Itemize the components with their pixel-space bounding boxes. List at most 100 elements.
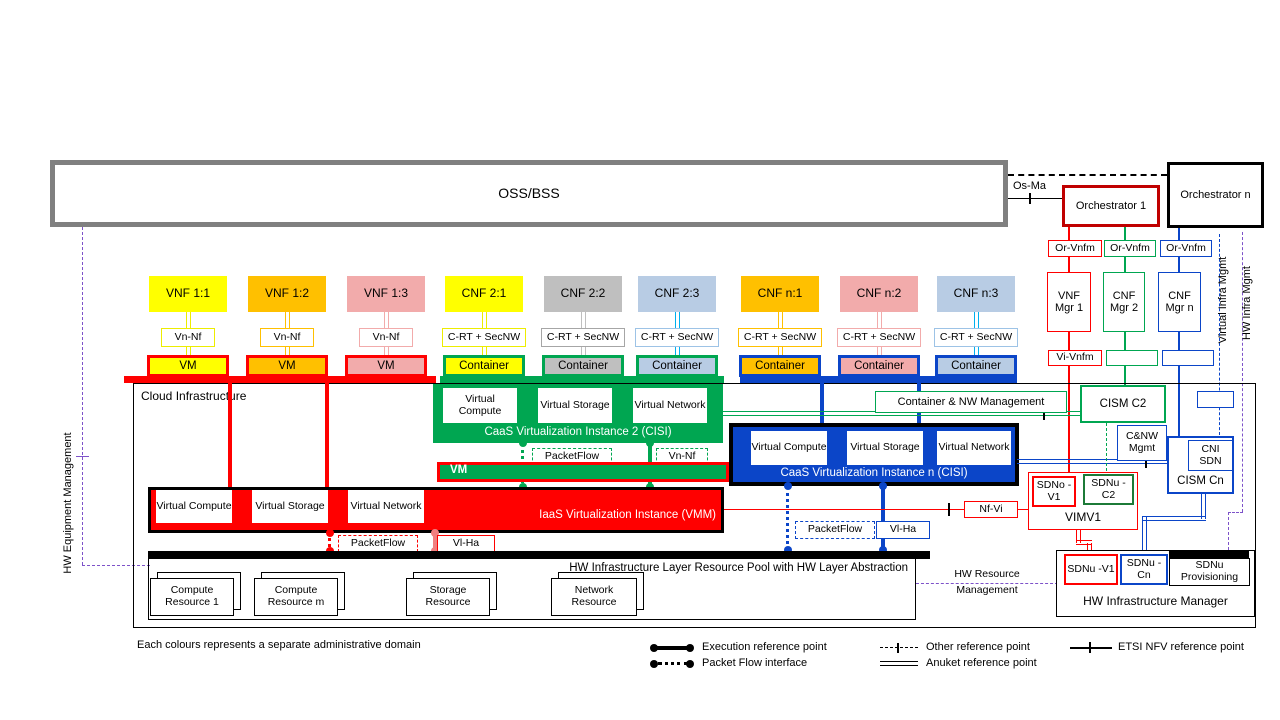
caas2-label: CaaS Virtualization Instance 2 (CISI) [484, 426, 672, 438]
virtual-infra-mgmt-dashed-line [1219, 234, 1220, 440]
empty-ref-box-green [1106, 350, 1158, 366]
vl-ha-text-b: Vl-Ha [889, 523, 917, 536]
orchestrator-1-box: Orchestrator 1 [1062, 185, 1160, 227]
vimv1-to-sdnu-v1-line-v2 [1087, 543, 1092, 555]
crt-secnw-text-2: C-RT + SecNW [546, 330, 620, 343]
hw-resource-pool-box [148, 556, 916, 620]
hw-resource-mgmt-label: HW Resource Management [954, 568, 1020, 596]
cnf-2-2-box: CNF 2:2 [544, 276, 622, 312]
oss-bss-box: OSS/BSS [50, 160, 1008, 227]
os-ma-line [1008, 198, 1062, 199]
iaas-label: IaaS Virtualization Instance (VMM) [539, 509, 716, 521]
crt-secnw-text-4: C-RT + SecNW [743, 330, 817, 343]
packetflow-text-b: PacketFlow [807, 523, 863, 536]
caas2-vc-label: Virtual Compute [458, 392, 502, 417]
empty-box-blue-top-right [1197, 391, 1234, 408]
empty-ref-box-blue [1162, 350, 1214, 366]
vnf-1-2-label: VNF 1:2 [264, 286, 309, 301]
vn-nf-text-1: Vn-Nf [174, 330, 202, 343]
hw-equipment-mgmt-label: HW Equipment Management [62, 432, 74, 574]
vl-ha-label-caasn: Vl-Ha [876, 521, 930, 539]
container-text-2: Container [558, 359, 608, 372]
legend-other-label: Other reference point [926, 641, 1030, 653]
container-text-4: Container [755, 359, 805, 372]
cnf-n-3-box: CNF n:3 [937, 276, 1015, 312]
vl-ha-text-r: Vl-Ha [452, 536, 480, 549]
cni-sdn-label: CNI SDN [1199, 442, 1222, 467]
vn-nf-label-2: Vn-Nf [260, 328, 314, 347]
cnf-n-1-label: CNF n:1 [757, 286, 803, 301]
packetflow-label-iaas: PacketFlow [338, 535, 418, 552]
vnfmgr-down-line-red [1068, 332, 1070, 476]
sdnu-v1-box: SDNu -V1 [1064, 554, 1118, 585]
iaas-packetflow-dotted-line [328, 533, 331, 552]
caasn-packetflow-dotted-line [786, 486, 789, 550]
or-vnfm-label-red: Or-Vnfm [1048, 240, 1102, 257]
exec-dot [519, 439, 527, 447]
vnf-mgr-1-box: VNF Mgr 1 [1047, 272, 1091, 332]
orchestrator-n-label: Orchestrator n [1180, 188, 1251, 201]
orchestrator-1-label: Orchestrator 1 [1075, 199, 1147, 212]
vi-vnfm-label: Vi-Vnfm [1048, 350, 1102, 366]
storage-resource-box: Storage Resource [406, 578, 490, 616]
oss-bss-label: OSS/BSS [498, 184, 560, 201]
vimv1-to-sdnu-v1-line-h [1076, 540, 1092, 545]
cnf-2-3-box: CNF 2:3 [638, 276, 716, 312]
crt-secnw-label-4: C-RT + SecNW [738, 328, 822, 347]
cism-c2-label: CISM C2 [1099, 397, 1147, 410]
nf-vi-text: Nf-Vi [979, 502, 1003, 515]
caas2-virtual-storage-box: Virtual Storage [538, 388, 612, 423]
vnf-1-1-box: VNF 1:1 [149, 276, 227, 312]
legend-dot [650, 644, 658, 652]
sdnu-c2-box: SDNu -C2 [1083, 474, 1134, 505]
caas2-virtual-compute-box: Virtual Compute [443, 388, 517, 423]
hw-infra-mgmt-dashed-line [1242, 232, 1243, 512]
caasn-virtual-storage-box: Virtual Storage [847, 431, 923, 465]
crt-secnw-text-6: C-RT + SecNW [939, 330, 1013, 343]
packetflow-text-r: PacketFlow [350, 536, 406, 549]
legend-other-tick [897, 643, 899, 653]
caas2-virtual-network-box: Virtual Network [633, 388, 707, 423]
exec-dot [646, 439, 654, 447]
vnf-1-3-box: VNF 1:3 [347, 276, 425, 312]
network-resource-box: Network Resource [551, 578, 637, 616]
iaas-vlha-solid-line [433, 533, 437, 552]
iaas-vc-label: Virtual Compute [156, 499, 232, 512]
cloud-infrastructure-box [133, 383, 1256, 628]
caasn-vs-label: Virtual Storage [850, 441, 920, 454]
cism-cn-to-sdnu-cn-line-v2 [1142, 516, 1147, 555]
sdno-v1-box: SDNo -V1 [1032, 476, 1076, 507]
legend-packetflow-glyph [658, 662, 688, 665]
container-text-1: Container [459, 359, 509, 372]
sdnu-provisioning-label: SDNu Provisioning [1180, 559, 1239, 583]
crt-secnw-text-1: C-RT + SecNW [447, 330, 521, 343]
vm-text-1: VM [179, 359, 197, 372]
storage-resource-label: Storage Resource [425, 584, 471, 608]
caasn-vc-label: Virtual Compute [751, 441, 827, 454]
cnf-n-1-box: CNF n:1 [741, 276, 819, 312]
container-box-4: Container [739, 355, 821, 377]
vnf-1-1-label: VNF 1:1 [165, 286, 210, 301]
container-text-6: Container [951, 359, 1001, 372]
container-nw-mgmt-label: Container & NW Management [897, 395, 1045, 408]
crt-secnw-label-1: C-RT + SecNW [442, 328, 526, 347]
cnf-2-2-label: CNF 2:2 [560, 286, 606, 301]
cnf-mgr-2-label: CNF Mgr 2 [1109, 289, 1139, 314]
cni-sdn-box: CNI SDN [1188, 440, 1233, 471]
cism-c2-to-sdnu-c2-dashed-line [1106, 423, 1107, 476]
vn-nf-label-3: Vn-Nf [359, 328, 413, 347]
caasn-virtual-network-box: Virtual Network [937, 431, 1011, 465]
compute-resource-1-label: Compute Resource 1 [165, 584, 219, 608]
or-vnfm-label-green: Or-Vnfm [1104, 240, 1156, 257]
hw-equipment-mgmt-dashed-line [82, 227, 83, 565]
legend-anuket-label: Anuket reference point [926, 657, 1037, 669]
crt-secnw-text-3: C-RT + SecNW [640, 330, 714, 343]
vn-nf-text-2: Vn-Nf [273, 330, 301, 343]
vm-text-2: VM [278, 359, 296, 372]
legend-dot [650, 660, 658, 668]
vnf-mgr-1-label: VNF Mgr 1 [1054, 289, 1084, 314]
nf-vi-label: Nf-Vi [964, 501, 1018, 518]
or-vnfm-text-2: Or-Vnfm [1110, 241, 1150, 254]
iaas-domain-bar-red [124, 376, 436, 383]
